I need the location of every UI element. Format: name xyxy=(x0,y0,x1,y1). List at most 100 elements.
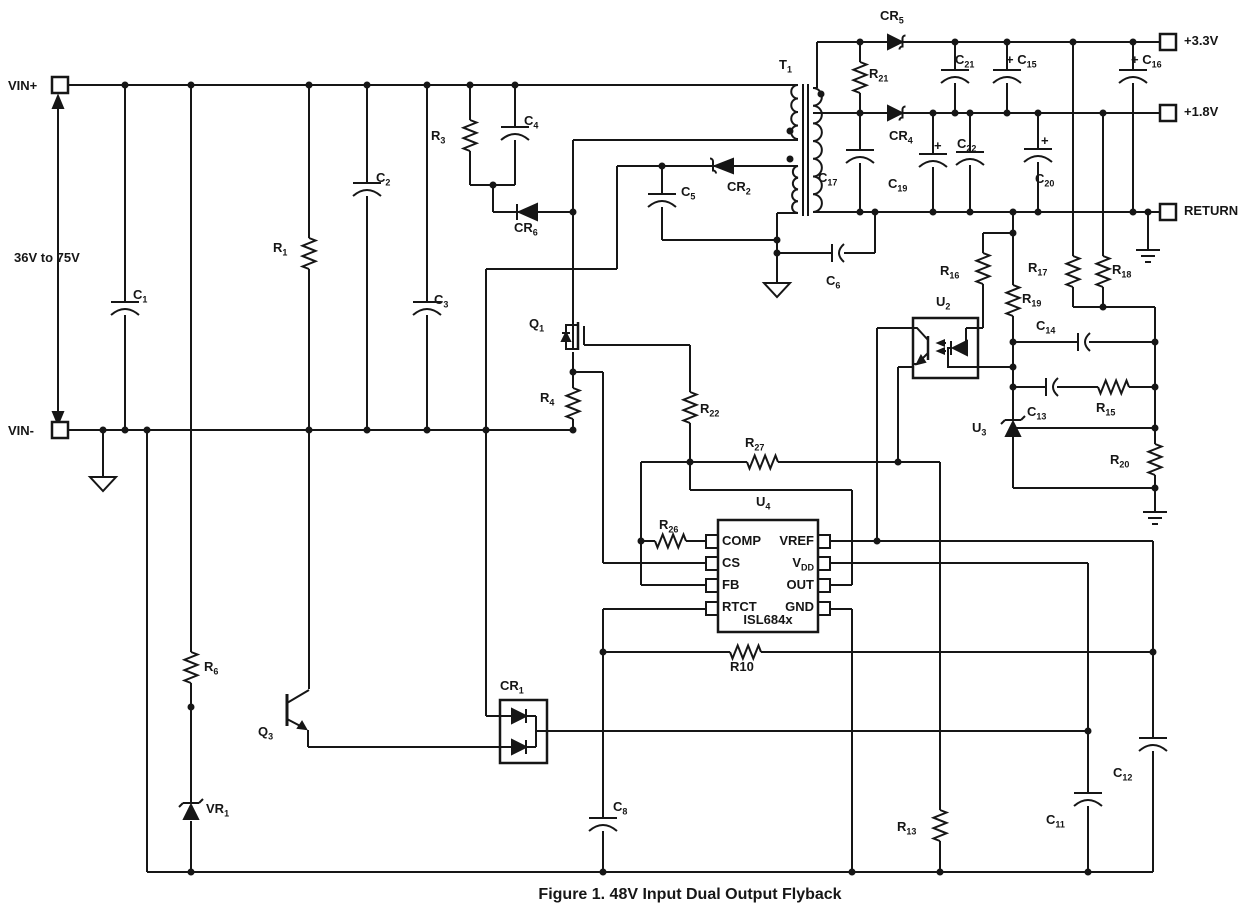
label-u3: U3 xyxy=(972,420,987,438)
capacitor-C16 xyxy=(1118,69,1148,84)
label-r1: R1 xyxy=(273,240,288,258)
capacitor-C8 xyxy=(588,817,618,832)
aux-winding xyxy=(791,165,799,214)
wire-vref-line xyxy=(830,540,1154,872)
resistor-R18 xyxy=(1095,255,1111,288)
label-cr5: CR5 xyxy=(880,8,904,26)
capacitor-C17 xyxy=(845,149,875,164)
wire-aux-ground xyxy=(776,212,798,283)
label-c3: C3 xyxy=(434,292,449,310)
resistor-R19 xyxy=(1005,284,1021,317)
capacitor-C20 xyxy=(1023,148,1053,163)
label-r4: R4 xyxy=(540,390,555,408)
dual-diode-CR1 xyxy=(498,698,549,765)
phase-dot xyxy=(786,155,794,163)
zener-VR1 xyxy=(178,798,204,820)
ground-earth-return xyxy=(1135,249,1161,263)
controller-U4 xyxy=(705,518,831,634)
label-c4: C4 xyxy=(524,113,539,131)
wire-u2-emitter-desc xyxy=(897,366,913,462)
label-c15: + C15 xyxy=(1006,52,1037,70)
label-c16: + C16 xyxy=(1131,52,1162,70)
label-u2: U2 xyxy=(936,294,951,312)
label-c2: C2 xyxy=(376,170,391,188)
label-r22: R22 xyxy=(700,401,720,419)
capacitor-C13 xyxy=(1045,377,1059,397)
wire-c6-line xyxy=(777,212,876,254)
wire-feedback-column xyxy=(1012,212,1155,489)
capacitor-C11 xyxy=(1073,792,1103,807)
resistor-R15 xyxy=(1097,379,1130,395)
wire-cr1-entries xyxy=(308,715,512,748)
wire-r16-net xyxy=(978,232,1013,329)
capacitors xyxy=(110,69,1168,832)
resistor-R21 xyxy=(852,61,868,94)
label-c19: C19 xyxy=(888,176,908,194)
label-r16: R16 xyxy=(940,263,960,281)
primary-winding xyxy=(790,84,799,140)
wires xyxy=(68,41,1160,873)
label-c19-plus: + xyxy=(934,138,942,153)
label-c21: C21 xyxy=(955,52,975,70)
label-r18: R18 xyxy=(1112,262,1132,280)
label-output-33v: +3.3V xyxy=(1184,33,1219,48)
wire-divider-join xyxy=(1073,306,1156,512)
transistor-Q3 xyxy=(285,689,310,731)
pin-label-cs: CS xyxy=(722,555,741,570)
wire-gate-drive xyxy=(584,344,853,586)
resistor-R1 xyxy=(301,237,317,270)
label-r15: R15 xyxy=(1096,400,1116,418)
wire-c5-branch xyxy=(661,166,777,241)
ground-triangle-input xyxy=(89,476,117,492)
resistor-R4 xyxy=(565,387,581,420)
pin-label-comp: COMP xyxy=(722,533,761,548)
resistor-R26 xyxy=(654,533,687,549)
pin-label-out: OUT xyxy=(786,577,814,592)
label-t1: T1 xyxy=(779,57,792,75)
label-input-range: 36V to 75V xyxy=(14,250,80,265)
label-q3: Q3 xyxy=(258,724,274,742)
diode-CR2 xyxy=(709,157,734,175)
label-r13: R13 xyxy=(897,819,917,837)
wire-comp-fb xyxy=(640,462,706,586)
optocoupler-U2 xyxy=(911,316,980,380)
pin-label-fb: FB xyxy=(722,577,740,592)
capacitor-C5 xyxy=(647,193,677,208)
capacitor-C1 xyxy=(110,301,140,316)
terminal-18v xyxy=(1158,103,1178,123)
label-c6: C6 xyxy=(826,273,841,291)
label-output-return: RETURN xyxy=(1184,203,1239,218)
pin-label-vref: VREF xyxy=(779,533,814,548)
secondary-winding xyxy=(812,87,823,213)
label-c1: C1 xyxy=(133,287,148,305)
label-q1: Q1 xyxy=(529,316,545,334)
label-output-18v: +1.8V xyxy=(1184,104,1219,119)
diode-CR5 xyxy=(887,33,906,51)
wire-snubber xyxy=(470,184,573,213)
grounds xyxy=(89,249,1168,525)
resistor-R20 xyxy=(1147,443,1163,476)
label-r10: R10 xyxy=(730,659,754,674)
pin-label-rtct: RTCT xyxy=(722,599,757,614)
pin-label-gnd: GND xyxy=(785,599,814,614)
resistor-R3 xyxy=(462,119,478,152)
capacitor-C19 xyxy=(918,153,948,168)
label-cr4: CR4 xyxy=(889,128,913,146)
resistor-R16 xyxy=(975,252,991,285)
wire-gnd-line xyxy=(830,608,853,872)
transformer-T1 xyxy=(786,42,825,216)
label-c8: C8 xyxy=(613,799,628,817)
ground-earth-feedback xyxy=(1142,511,1168,525)
ground-triangle-aux xyxy=(763,282,791,298)
phase-dot xyxy=(817,90,825,98)
label-r19: R19 xyxy=(1022,291,1042,309)
label-r27: R27 xyxy=(745,435,765,453)
wire-q3-emitter xyxy=(307,730,512,748)
label-r6: R6 xyxy=(204,659,219,677)
label-c14: C14 xyxy=(1036,318,1056,336)
diode-CR4 xyxy=(887,104,906,122)
label-r20: R20 xyxy=(1110,452,1130,470)
wire-primary-to-drain xyxy=(572,139,798,325)
